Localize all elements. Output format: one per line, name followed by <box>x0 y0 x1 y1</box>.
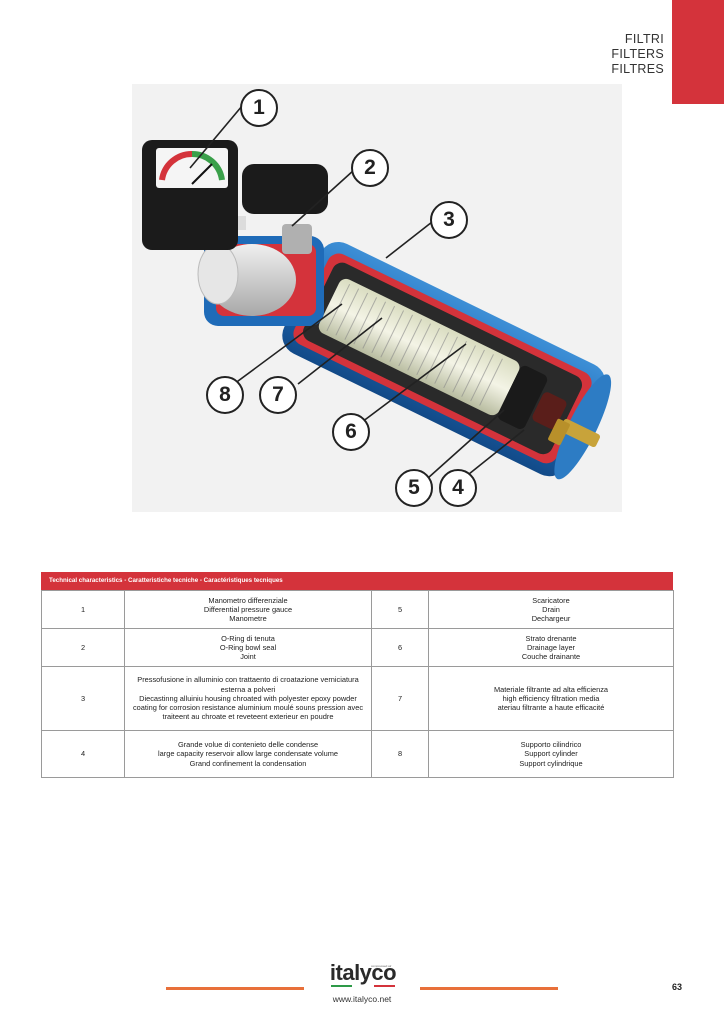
callout-7: 7 <box>259 376 297 414</box>
callout-8: 8 <box>206 376 244 414</box>
filter-drawing <box>142 105 612 480</box>
logo-tagline: compressed air <box>371 964 392 968</box>
filter-head <box>197 216 324 326</box>
footer-divider-left <box>166 987 304 990</box>
item-number: 8 <box>371 730 429 778</box>
footer-divider-right <box>420 987 558 990</box>
drain-fitting <box>548 418 601 448</box>
item-description: O-Ring di tenuta O-Ring bowl seal Joint <box>124 628 372 667</box>
bowl-body <box>282 241 612 480</box>
table-row: 3 Pressofusione in alluminio con trattae… <box>41 666 674 731</box>
page-number: 63 <box>672 982 683 992</box>
item-description: Manometro differenziale Differential pre… <box>124 590 372 629</box>
item-description: Supporto cilindrico Support cylinder Sup… <box>428 730 674 778</box>
logo-flag-stripe <box>331 985 395 987</box>
technical-characteristics-table: Technical characteristics - Caratteristi… <box>41 572 674 778</box>
item-number: 6 <box>371 628 429 667</box>
table-row: 1 Manometro differenziale Differential p… <box>41 590 674 629</box>
section-color-tab <box>672 0 724 104</box>
item-description: Strato drenante Drainage layer Couche dr… <box>428 628 674 667</box>
table-heading: Technical characteristics - Caratteristi… <box>41 572 673 590</box>
callout-1: 1 <box>240 89 278 127</box>
item-number: 5 <box>371 590 429 629</box>
callout-2: 2 <box>351 149 389 187</box>
filter-cutaway-illustration: 1 2 3 8 7 6 5 4 <box>132 84 622 512</box>
item-description: Scaricatore Drain Dechargeur <box>428 590 674 629</box>
website-link[interactable]: www.italyco.net <box>332 994 392 1004</box>
leader-lines <box>189 105 525 479</box>
item-description: Pressofusione in alluminio con trattaent… <box>124 666 372 731</box>
characteristics-grid: 1 Manometro differenziale Differential p… <box>41 590 674 778</box>
italyco-logo: italyco compressed air <box>327 962 399 987</box>
item-number: 4 <box>41 730 125 778</box>
logo-wordmark: italyco <box>329 960 397 985</box>
section-titles: FILTRI FILTERS FILTRES <box>611 32 664 77</box>
item-description: Materiale filtrante ad alta efficienza h… <box>428 666 674 731</box>
item-number: 7 <box>371 666 429 731</box>
pressure-gauge <box>142 140 328 250</box>
item-number: 2 <box>41 628 125 667</box>
section-title-it: FILTRI <box>624 32 664 46</box>
section-title-fr: FILTRES <box>611 62 664 76</box>
item-number: 1 <box>41 590 125 629</box>
callout-4: 4 <box>439 469 477 507</box>
item-number: 3 <box>41 666 125 731</box>
section-title-en: FILTERS <box>611 47 664 61</box>
callout-3: 3 <box>430 201 468 239</box>
table-row: 4 Grande volue di contenieto delle conde… <box>41 730 674 778</box>
table-row: 2 O-Ring di tenuta O-Ring bowl seal Join… <box>41 628 674 667</box>
callout-5: 5 <box>395 469 433 507</box>
item-description: Grande volue di contenieto delle condens… <box>124 730 372 778</box>
callout-6: 6 <box>332 413 370 451</box>
